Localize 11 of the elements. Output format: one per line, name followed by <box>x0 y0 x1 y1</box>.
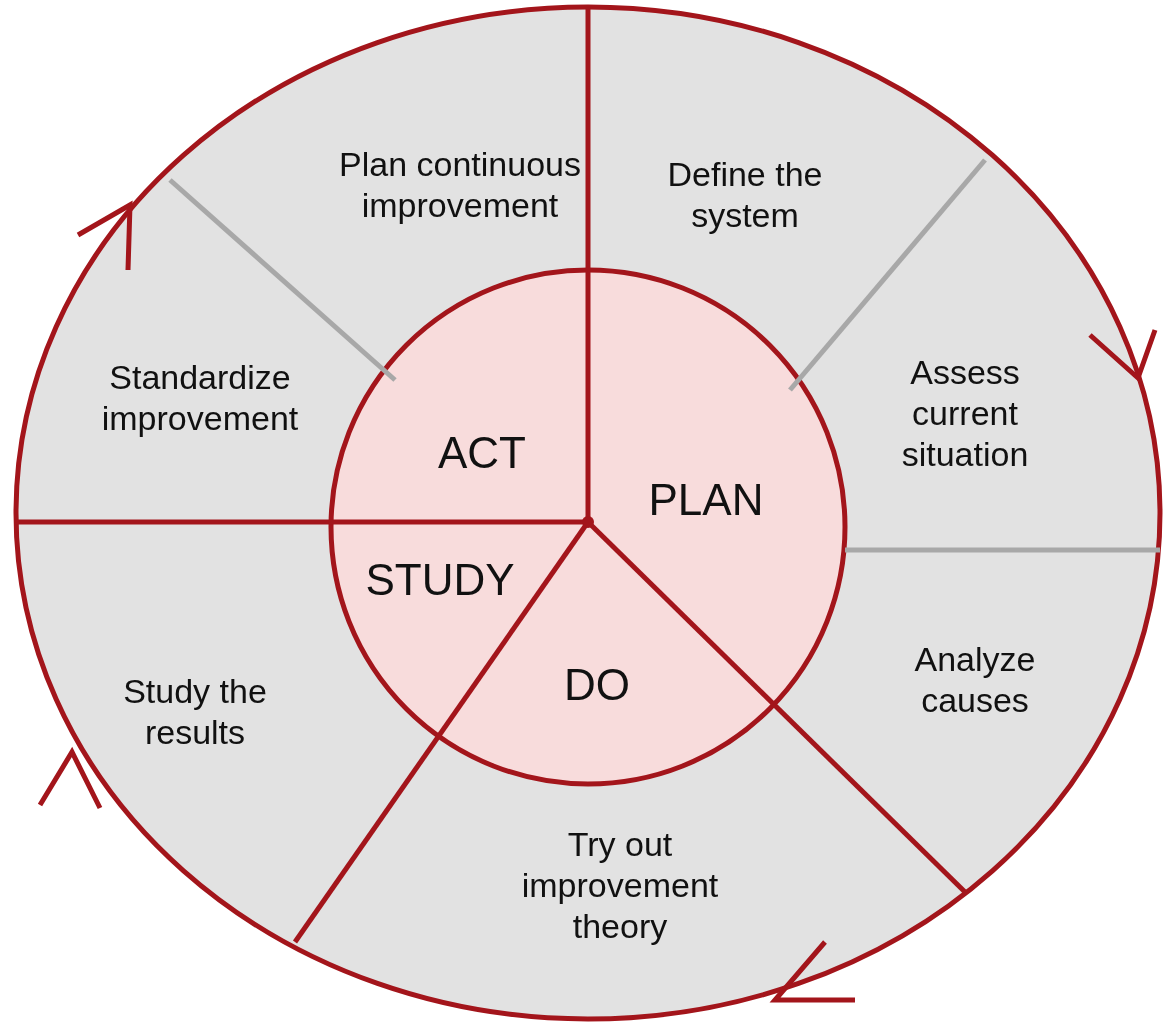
phase-label: PLAN <box>616 473 796 527</box>
step-label: Plan continuous improvement <box>330 144 590 226</box>
step-label: Try out improvement theory <box>490 823 750 947</box>
step-label: Assess current situation <box>865 351 1065 475</box>
step-label: Analyze causes <box>870 639 1080 721</box>
phase-label: STUDY <box>345 553 535 607</box>
step-label: Study the results <box>80 671 310 753</box>
step-label: Define the system <box>625 154 865 236</box>
phase-label: ACT <box>402 426 562 480</box>
phase-label: DO <box>537 658 657 712</box>
step-label: Standardize improvement <box>60 357 340 439</box>
